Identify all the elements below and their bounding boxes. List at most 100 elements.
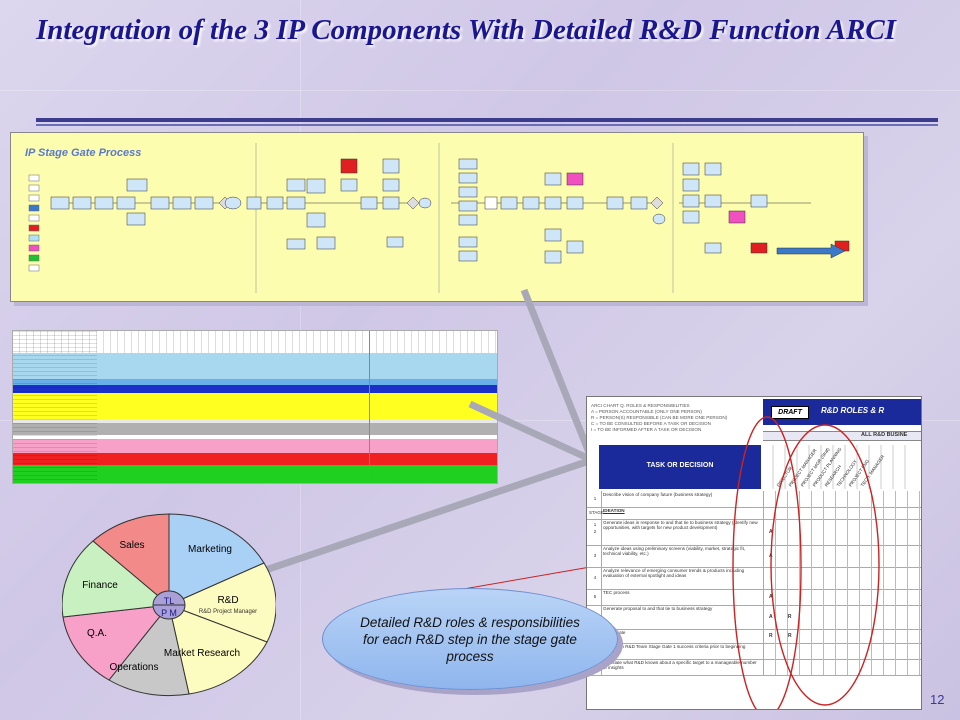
pie-label-finance: Finance: [82, 580, 118, 591]
arci-row-grid: [763, 605, 921, 629]
connector-line-top: [520, 288, 596, 462]
arci-row-number: 2: [589, 519, 602, 545]
arci-legend-line: A = PERSON ACCOUNTABLE (ONLY ONE PERSON): [591, 409, 702, 414]
arci-legend-line: R = PERSON(S) RESPONSIBLE (CAN BE MORE O…: [591, 415, 728, 420]
pie-label-market-research: Market Research: [164, 648, 240, 659]
arci-row-number: 5: [589, 589, 602, 605]
arci-row-grid: [763, 545, 921, 567]
pie-slice-operations: [108, 603, 190, 697]
role-headers-svg: DIRECTOR PROJECT MANAGER PROJECT MGR (St…: [772, 445, 906, 489]
stage-legend: [28, 174, 40, 272]
callout-text: Detailed R&D roles & responsibilities fo…: [360, 614, 580, 664]
arci-row-number: 1: [589, 491, 602, 507]
pie-label-sales: Sales: [119, 540, 144, 551]
sheet-band: [13, 419, 497, 423]
arci-title: R&D ROLES & R: [821, 406, 885, 415]
stage-gate-label: IP Stage Gate Process: [25, 147, 142, 159]
arci-row-task: IDEATION: [603, 508, 625, 513]
sheet-band: [13, 423, 497, 435]
arci-row-grid: [763, 507, 921, 519]
title-rule-thin: [36, 124, 938, 126]
sheet-band: [13, 385, 497, 393]
stage-3-flow: [451, 158, 666, 264]
stage-2-flow: [224, 158, 432, 250]
arci-row-grid: [763, 519, 921, 545]
pie-label-marketing: Marketing: [188, 544, 232, 555]
pie-label-operations: Operations: [110, 662, 159, 673]
arci-spreadsheet-thumbnail: [12, 330, 498, 484]
slide-title: Integration of the 3 IP Components With …: [36, 14, 896, 46]
arci-row-marks: A R: [769, 614, 799, 620]
arci-row-marks: A: [769, 594, 780, 600]
highlight-oval-right: [770, 424, 880, 706]
arci-row-task: Generate proposal to and that tie to bus…: [603, 606, 713, 611]
arci-row-grid: [763, 659, 921, 675]
pie-slice-rd: [167, 562, 276, 643]
arci-row-task: Describe vision of company future (busin…: [603, 492, 713, 497]
all-rd-label: ALL R&D BUSINE: [861, 432, 908, 438]
highlight-oval-left: [732, 416, 802, 709]
sheet-task-column: [13, 331, 97, 483]
arci-row-grid: [763, 491, 921, 507]
sheet-band: [13, 435, 497, 439]
sheet-band: [13, 353, 497, 379]
pie-center-bottom: P M: [161, 608, 177, 618]
pie-label-rd-sub: R&D Project Manager: [199, 609, 257, 615]
pie-slice-finance: [62, 540, 171, 618]
arci-row-task: Translate what R&D knows about a specifi…: [603, 660, 757, 671]
arci-row-grid: [763, 567, 921, 589]
arci-row-grid: [763, 629, 921, 643]
stage-1-flow: [50, 178, 232, 226]
role-column-headers: DIRECTOR PROJECT MANAGER PROJECT MGR (St…: [763, 445, 921, 489]
stage-gate-diagram: IP Stage Gate Process: [10, 132, 864, 302]
sheet-band: [13, 439, 497, 453]
arci-row-number: 3: [589, 545, 602, 567]
arci-row-number: STAGE 1: [589, 507, 604, 527]
sheet-band: [13, 379, 497, 385]
arci-legend-line: I = TO BE INFORMED AFTER A TASK OR DECIS…: [591, 427, 702, 432]
sheet-header-band: [13, 331, 497, 353]
arci-row-grid: [763, 643, 921, 659]
pie-label-qa: Q.A.: [87, 628, 107, 639]
title-rule: [36, 118, 938, 122]
rd-roles-callout: Detailed R&D roles & responsibilities fo…: [322, 588, 618, 690]
arci-row-number: 9: [589, 659, 602, 675]
pie-slice-sales: [92, 513, 170, 607]
pie-slice-marketing: [168, 513, 265, 606]
pie-slice-market-research: [168, 604, 268, 695]
stage-gate-flowchart: [28, 143, 850, 293]
function-pie: Marketing R&D R&D Project Manager Market…: [62, 513, 276, 697]
page-number: 12: [930, 692, 945, 707]
arci-highlight-ovals: [732, 416, 880, 709]
task-header-label: TASK OR DECISION: [646, 462, 714, 469]
arci-title-bar: DRAFT R&D ROLES & R: [763, 399, 921, 425]
pie-center-top: TL: [164, 596, 175, 606]
stage-4-flow: [679, 162, 850, 259]
arci-legend-line: ARCI CHART Q. ROLES & RESPONSIBILITIES: [591, 403, 690, 408]
task-header: TASK OR DECISION: [599, 445, 761, 489]
background-line: [0, 90, 960, 91]
arci-legend: ARCI CHART Q. ROLES & RESPONSIBILITIES A…: [591, 403, 761, 433]
arci-row-marks: A: [769, 529, 780, 535]
arci-row-task: TEC process: [603, 590, 630, 595]
sheet-split: [369, 331, 370, 483]
arci-legend-line: C = TO BE CONSULTED BEFORE A TASK OR DEC…: [591, 421, 711, 426]
pie-label-rd: R&D: [217, 595, 238, 606]
pie-slice-qa: [62, 604, 171, 681]
arci-row-marks: R R: [769, 633, 799, 639]
draft-badge: DRAFT: [771, 406, 809, 419]
arci-row-grid: [763, 589, 921, 605]
arci-row-task: Analyze ideas using preliminary screens …: [603, 546, 746, 557]
sheet-band: [13, 393, 497, 419]
rd-roles-arci-chart: ARCI CHART Q. ROLES & RESPONSIBILITIES A…: [586, 396, 922, 710]
arci-row-task: Generate ideas in response to and that t…: [603, 520, 758, 531]
arci-row-number: 4: [589, 567, 602, 589]
arci-row-task: Analyze relevance of emerging consumer t…: [603, 568, 745, 579]
